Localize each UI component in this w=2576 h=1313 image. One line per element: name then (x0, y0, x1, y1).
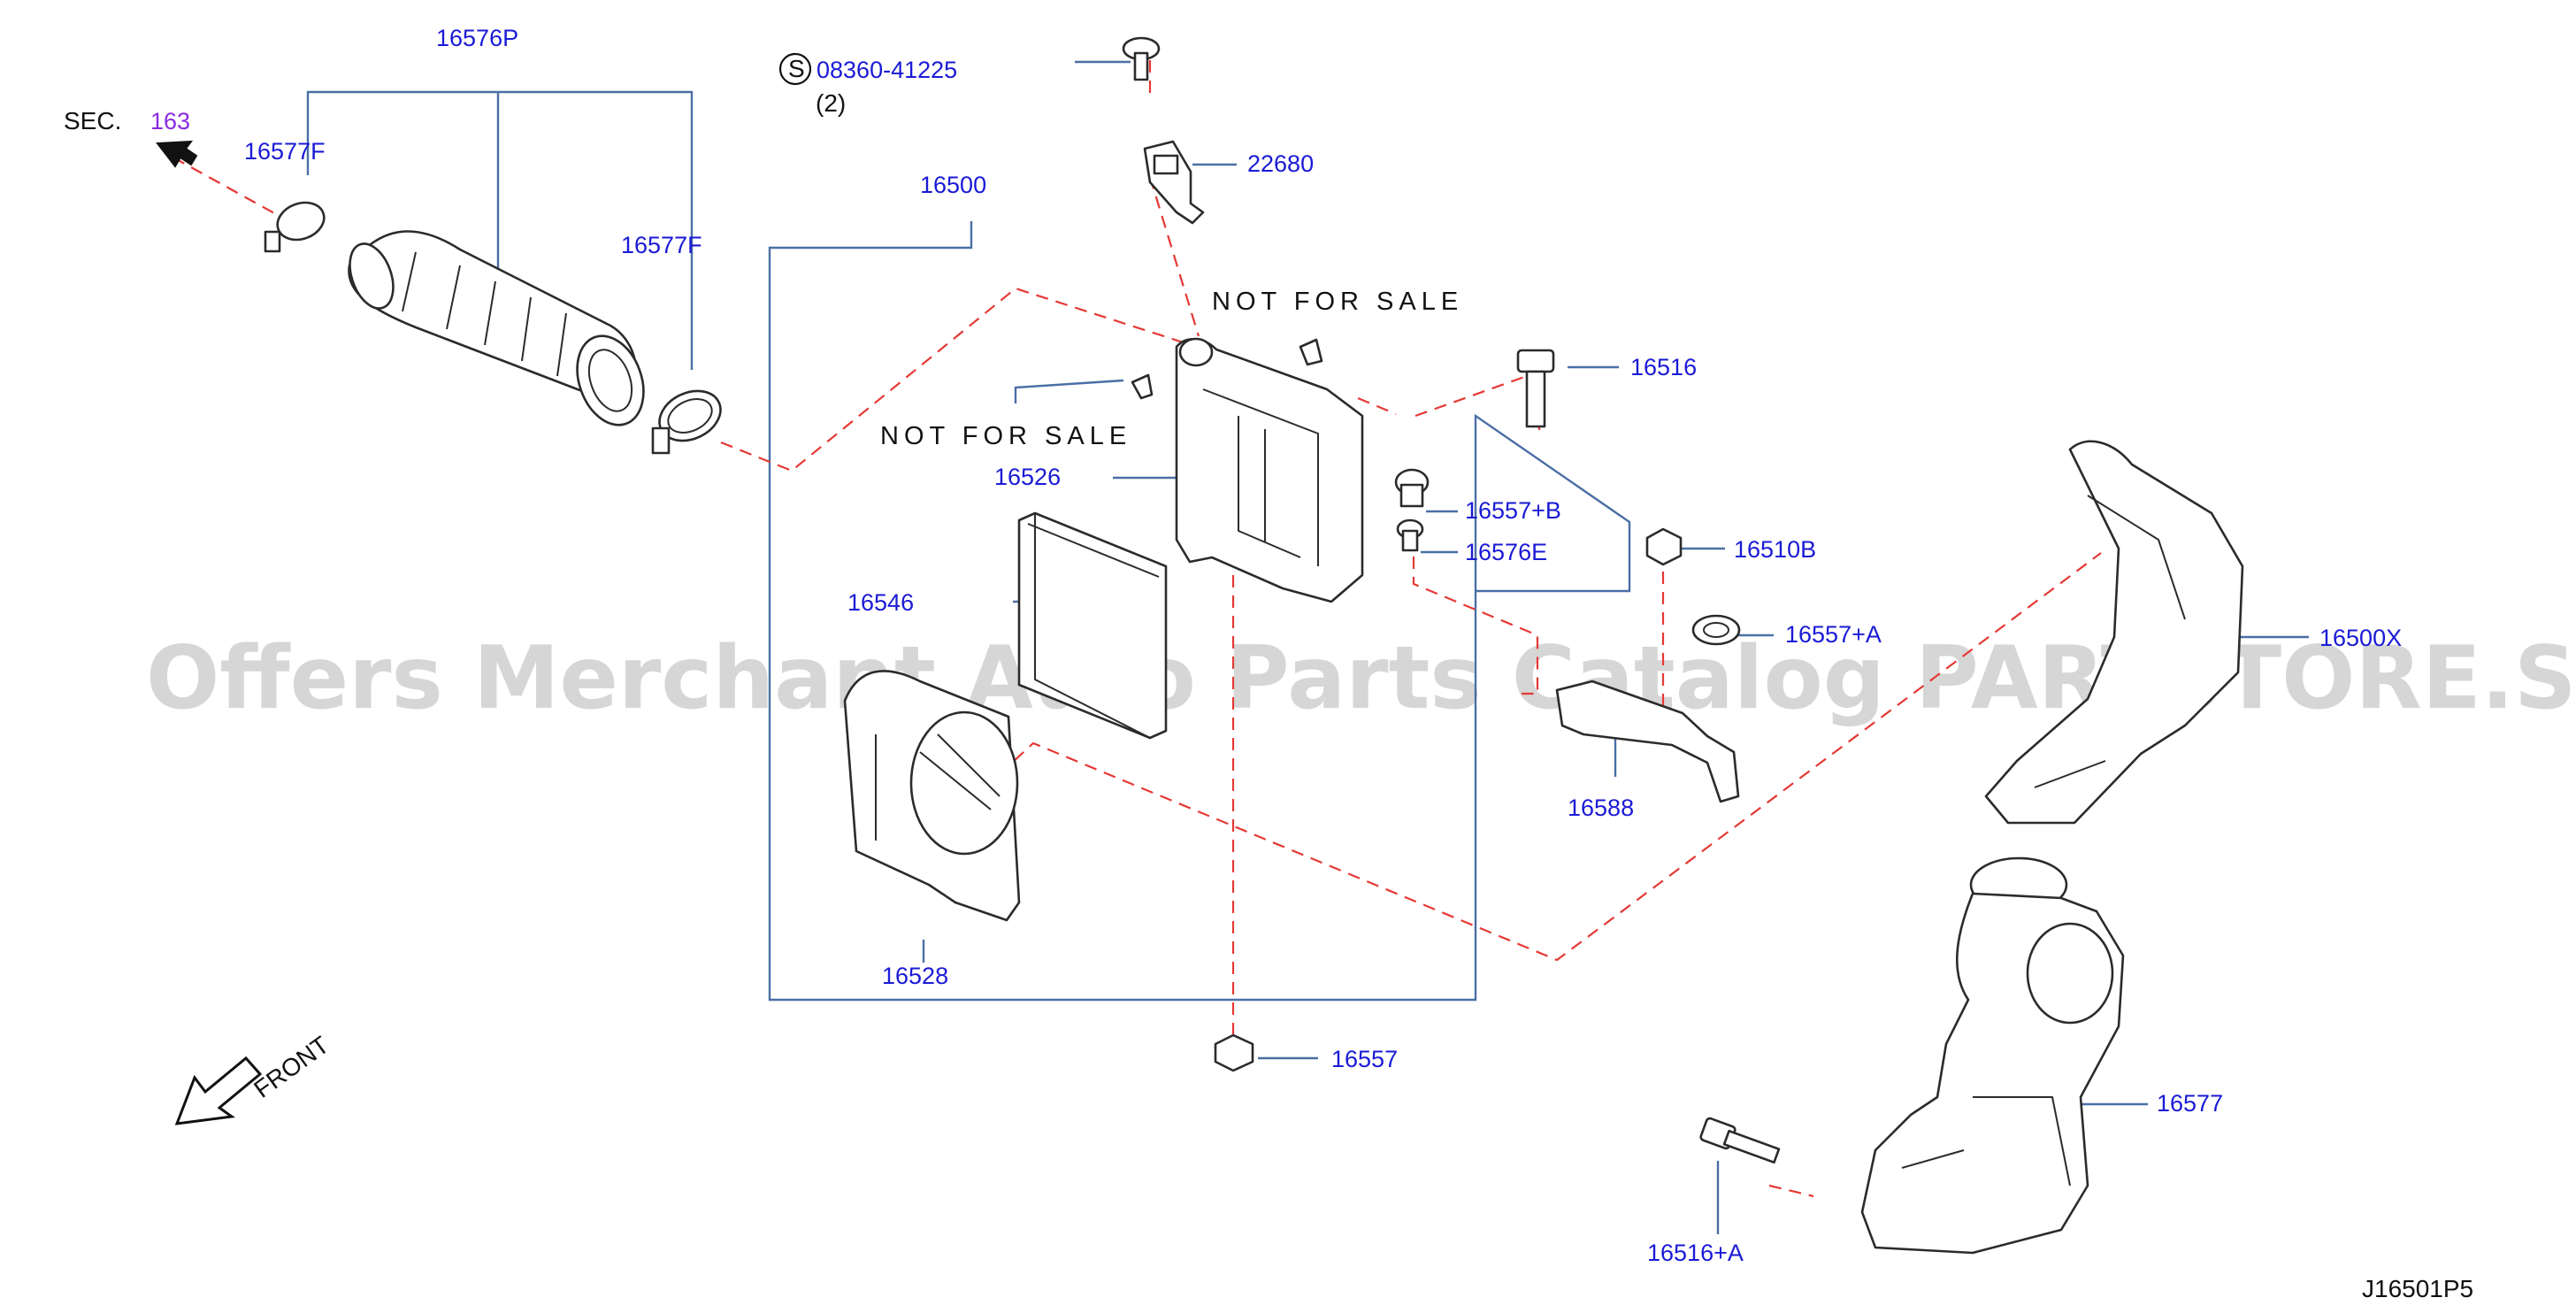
part-16516[interactable]: 16516 (1630, 354, 1697, 380)
part-16516A[interactable]: 16516+A (1647, 1240, 1744, 1266)
part-16528[interactable]: 16528 (882, 963, 948, 989)
grommet-16576E (1396, 518, 1424, 552)
grommet-16557 (1214, 1033, 1254, 1072)
bolt-16516A (1699, 1117, 1781, 1164)
part-16576E[interactable]: 16576E (1465, 539, 1547, 565)
part-16576P[interactable]: 16576P (436, 25, 518, 51)
part-16577F-b[interactable]: 16577F (621, 232, 702, 258)
part-16588[interactable]: 16588 (1568, 795, 1634, 821)
front-label: FRONT (249, 1031, 334, 1103)
grommet-16557A (1691, 614, 1741, 646)
front-arrow-icon (174, 1056, 263, 1125)
part-16557B[interactable]: 16557+B (1465, 497, 1561, 524)
labels: SEC. 163 16576P 16577F 16577F S 08360-41… (64, 25, 2473, 1302)
air-cleaner-case-lower-16528 (843, 670, 1021, 922)
part-16557[interactable]: 16557 (1331, 1046, 1398, 1072)
grommet-16557B (1394, 468, 1430, 508)
bracket-16576P (306, 90, 694, 370)
not-for-sale-label-2: NOT FOR SALE (880, 422, 1131, 450)
clamp-16577F-right (651, 389, 722, 455)
part-22680[interactable]: 22680 (1247, 150, 1314, 177)
clip-not-for-sale-1 (1131, 373, 1154, 400)
air-cleaner-case-upper-16526 (1175, 337, 1364, 603)
screw-symbol: S (788, 55, 805, 82)
part-16526[interactable]: 16526 (994, 464, 1061, 490)
diagram-id: J16501P5 (2362, 1275, 2473, 1302)
clip-not-for-sale-2 (1299, 338, 1323, 366)
resonator-16500X (1984, 440, 2244, 825)
part-16577F-a[interactable]: 16577F (244, 138, 326, 165)
part-08360-41225[interactable]: 08360-41225 (816, 57, 957, 83)
part-16500X[interactable]: 16500X (2319, 625, 2402, 651)
part-16510B[interactable]: 16510B (1734, 536, 1816, 563)
part-16546[interactable]: 16546 (847, 589, 914, 616)
section-arrow-icon (156, 140, 198, 168)
air-filter-element-16546 (1017, 511, 1168, 740)
not-for-sale-label-1: NOT FOR SALE (1212, 288, 1463, 316)
nut-16510B (1645, 527, 1683, 566)
air-inlet-duct-16577 (1860, 856, 2125, 1255)
bolt-16516 (1516, 349, 1555, 428)
sec-ref-link[interactable]: 163 (150, 108, 190, 134)
part-16500[interactable]: 16500 (920, 172, 986, 198)
leader-lines (922, 60, 2309, 1234)
air-duct-16576P (348, 230, 645, 426)
part-16557A[interactable]: 16557+A (1785, 621, 1882, 648)
bracket-16588 (1555, 680, 1740, 803)
screw-symbol-circle (778, 52, 812, 86)
sec-label: SEC. (64, 107, 121, 134)
assembly-bracket-16500 (768, 221, 1631, 1002)
screw-08360-41225 (1122, 36, 1161, 81)
screw-qty: (2) (816, 89, 846, 117)
part-16577[interactable]: 16577 (2157, 1090, 2223, 1117)
mass-air-flow-sensor-22680 (1143, 140, 1205, 225)
clamp-16577F-left (264, 201, 326, 253)
